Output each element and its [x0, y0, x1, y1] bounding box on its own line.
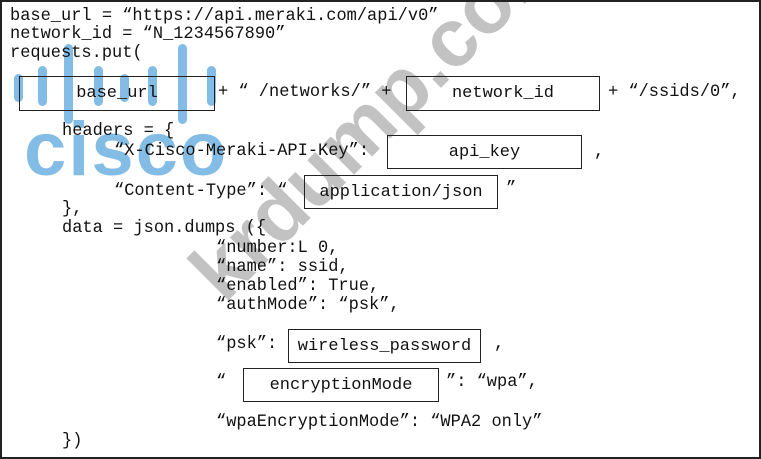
code-url-concat-ssids: + “/ssids/0”, — [608, 82, 741, 103]
code-data-open: data = json.dumps ({ — [62, 218, 267, 239]
code-line-network-id: network_id = “N_1234567890” — [10, 24, 286, 45]
code-number: “number:L 0, — [216, 238, 339, 259]
blank-box-api-key: api_key — [387, 135, 582, 169]
code-line-base-url: base_url = “https://api.meraki.com/api/v… — [10, 6, 439, 27]
code-authmode: “authMode”: “psk”, — [216, 295, 400, 316]
code-line-requests-put: requests.put( — [10, 43, 143, 64]
code-wpa-encryption-mode: “wpaEncryptionMode”: “WPA2 only” — [216, 412, 543, 433]
code-headers-close: }, — [62, 199, 83, 220]
code-content-type-label: “Content-Type”: “ — [114, 181, 288, 202]
code-enc-value: ”: “wpa”, — [446, 372, 538, 393]
code-enabled: “enabled”: True, — [216, 276, 380, 297]
code-content-type-close: ” — [506, 179, 517, 200]
code-data-close: }) — [62, 431, 83, 452]
cisco-logo-text: cisco — [24, 107, 229, 192]
code-psk-label: “psk”: — [216, 334, 278, 355]
code-headers-open: headers = { — [62, 121, 175, 142]
blank-box-network-id: network_id — [406, 76, 600, 111]
code-api-key-label: “X-Cisco-Meraki-API-Key”: — [114, 141, 370, 162]
code-psk-comma: , — [494, 334, 505, 355]
code-enc-open-quote: “ — [216, 372, 227, 393]
code-url-concat-networks: + “ /networks/” + — [218, 82, 392, 103]
blank-box-psk: wireless_password — [288, 329, 481, 363]
blank-box-encryption-mode: encryptionMode — [243, 368, 439, 402]
blank-box-content-type: application/json — [304, 175, 498, 209]
code-api-key-comma: , — [594, 142, 605, 163]
blank-box-base-url: base_url — [19, 76, 215, 111]
code-name: “name”: ssid, — [216, 257, 349, 278]
